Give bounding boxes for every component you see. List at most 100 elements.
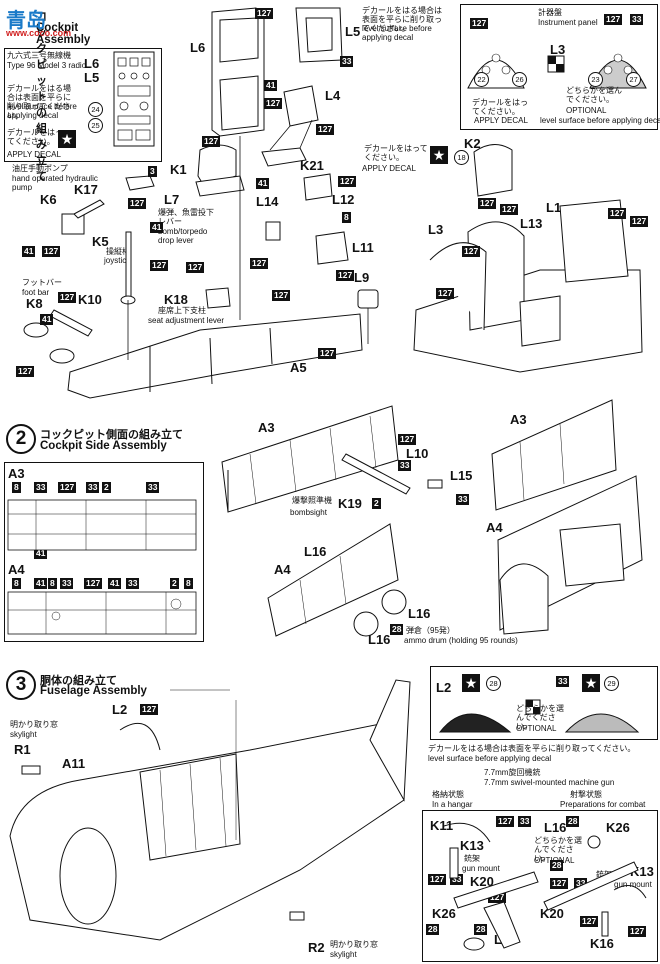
part-K8: K8 bbox=[26, 296, 43, 311]
code-18: 18 bbox=[454, 150, 469, 165]
part-A4-box: A4 bbox=[8, 562, 25, 577]
code-33: 33 bbox=[340, 56, 354, 67]
code-28: 28 bbox=[474, 924, 488, 935]
code-2: 2 bbox=[170, 578, 179, 589]
code-127: 127 bbox=[42, 246, 61, 257]
code-41: 41 bbox=[108, 578, 122, 589]
code-8: 8 bbox=[48, 578, 57, 589]
code-28: 28 bbox=[566, 816, 580, 827]
bombsight-jp: 爆撃照準機 bbox=[292, 496, 332, 505]
decal-star-icon-2: ★ bbox=[430, 146, 448, 164]
code-33: 33 bbox=[126, 578, 140, 589]
joystick-jp: 操縦桿 bbox=[106, 247, 130, 256]
apply-note-en: APPLY DECAL bbox=[7, 150, 61, 159]
part-K11: K11 bbox=[430, 818, 454, 833]
code-127: 127 bbox=[608, 208, 627, 219]
part-L16-b: L16 bbox=[408, 606, 431, 621]
part-L10: L10 bbox=[406, 446, 429, 461]
part-L5-b: L5 bbox=[345, 24, 361, 39]
part-K20-a: K20 bbox=[470, 874, 494, 889]
code-33: 33 bbox=[574, 878, 588, 889]
part-L9: L9 bbox=[354, 270, 370, 285]
step1-cockpit-illustration bbox=[23, 7, 643, 399]
skylight-jp-1: 明かり取り窓 bbox=[10, 720, 58, 729]
seatlever-jp: 座席上下支柱 bbox=[158, 306, 206, 315]
code-8: 8 bbox=[342, 212, 351, 223]
pump-note-en: hand operated hydraulic pump bbox=[12, 174, 98, 192]
l2-decal-panels bbox=[438, 699, 640, 733]
part-K21: K21 bbox=[300, 158, 324, 173]
code-127: 127 bbox=[58, 482, 77, 493]
hangar-en: In a hangar bbox=[432, 800, 473, 809]
part-K20-b: K20 bbox=[540, 906, 564, 921]
hangar-jp: 格納状態 bbox=[432, 790, 464, 799]
step2-title-en: Cockpit Side Assembly bbox=[40, 440, 167, 452]
part-L11: L11 bbox=[352, 240, 374, 255]
part-L7: L7 bbox=[164, 192, 180, 207]
part-K5: K5 bbox=[92, 234, 109, 249]
apply-decal-en-2: APPLY DECAL bbox=[362, 164, 416, 173]
part-L14: L14 bbox=[256, 194, 279, 209]
code-127: 127 bbox=[128, 198, 147, 209]
part-L3-optional: L3 bbox=[550, 42, 566, 57]
code-8: 8 bbox=[12, 578, 21, 589]
part-L6-b: L6 bbox=[190, 40, 206, 55]
code-127: 127 bbox=[436, 288, 455, 299]
code-26: 26 bbox=[512, 72, 527, 87]
combat-en: Preparations for combat bbox=[560, 800, 646, 809]
code-8: 8 bbox=[12, 482, 21, 493]
side-panel-box bbox=[4, 462, 204, 642]
step3-fuselage-illustration bbox=[9, 679, 411, 941]
part-K6: K6 bbox=[40, 192, 57, 207]
code-33: 33 bbox=[456, 494, 470, 505]
code-127: 127 bbox=[150, 260, 169, 271]
part-L1: L1 bbox=[546, 200, 562, 215]
part-L12: L12 bbox=[332, 192, 355, 207]
droplever-en: bomb/torpedo drop lever bbox=[158, 227, 208, 245]
part-K17: K17 bbox=[74, 182, 98, 197]
part-L2-decal: L2 bbox=[436, 680, 452, 695]
code-127: 127 bbox=[462, 246, 481, 257]
code-127: 127 bbox=[628, 926, 647, 937]
code-33: 33 bbox=[60, 578, 74, 589]
apply-decal-jp-1: デカールをはってください。 bbox=[472, 98, 528, 116]
code-127: 127 bbox=[488, 892, 507, 903]
part-L15: L15 bbox=[450, 468, 473, 483]
code-2: 2 bbox=[372, 498, 381, 509]
code-127: 127 bbox=[316, 124, 335, 135]
part-A3-right: A3 bbox=[510, 412, 527, 427]
code-127: 127 bbox=[580, 916, 599, 927]
optional-jp-3: どちらかを選んでください。 bbox=[516, 704, 564, 731]
optional-jp-4: どちらかを選んでください。 bbox=[534, 836, 582, 863]
part-L6-a: L6 bbox=[84, 56, 100, 71]
part-L16-e: L16 bbox=[544, 820, 567, 835]
code-127: 127 bbox=[318, 348, 337, 359]
skylight-en-2: skylight bbox=[330, 950, 357, 959]
code-33: 33 bbox=[398, 460, 412, 471]
part-R2: R2 bbox=[308, 940, 325, 955]
step3-title-jp: 胴体の組み立て bbox=[40, 675, 117, 687]
footbar-en: foot bar bbox=[22, 288, 50, 297]
part-A11: A11 bbox=[62, 756, 86, 771]
level-note-jp-2: デカールをはる場合は表面を平らに削り取ってください。 bbox=[362, 6, 442, 33]
radio-illustration bbox=[113, 51, 155, 147]
code-127: 127 bbox=[428, 874, 447, 885]
step3-number: 3 bbox=[6, 670, 36, 700]
code-127: 127 bbox=[140, 704, 159, 715]
code-41: 41 bbox=[40, 314, 54, 325]
part-L4: L4 bbox=[325, 88, 341, 103]
level-note-jp: デカールをはる場合は表面を平らに削り取ってください。 bbox=[7, 84, 71, 120]
code-41: 41 bbox=[22, 246, 36, 257]
decal-star-icon: ★ bbox=[58, 130, 76, 148]
code-127: 127 bbox=[186, 262, 205, 273]
part-K16: K16 bbox=[590, 936, 614, 951]
level-note-en-4: level surface before applying decal bbox=[428, 754, 552, 763]
code-2: 2 bbox=[102, 482, 111, 493]
mg-jp: 7.7mm旋回機銃 bbox=[484, 768, 541, 777]
side-panel-illustration bbox=[7, 499, 197, 635]
step2-title-jp: コックピット側面の組み立て bbox=[40, 429, 183, 441]
code-127: 127 bbox=[336, 270, 355, 281]
skylight-jp-2: 明かり取り窓 bbox=[330, 940, 378, 949]
code-127: 127 bbox=[338, 176, 357, 187]
code-127: 127 bbox=[58, 292, 77, 303]
